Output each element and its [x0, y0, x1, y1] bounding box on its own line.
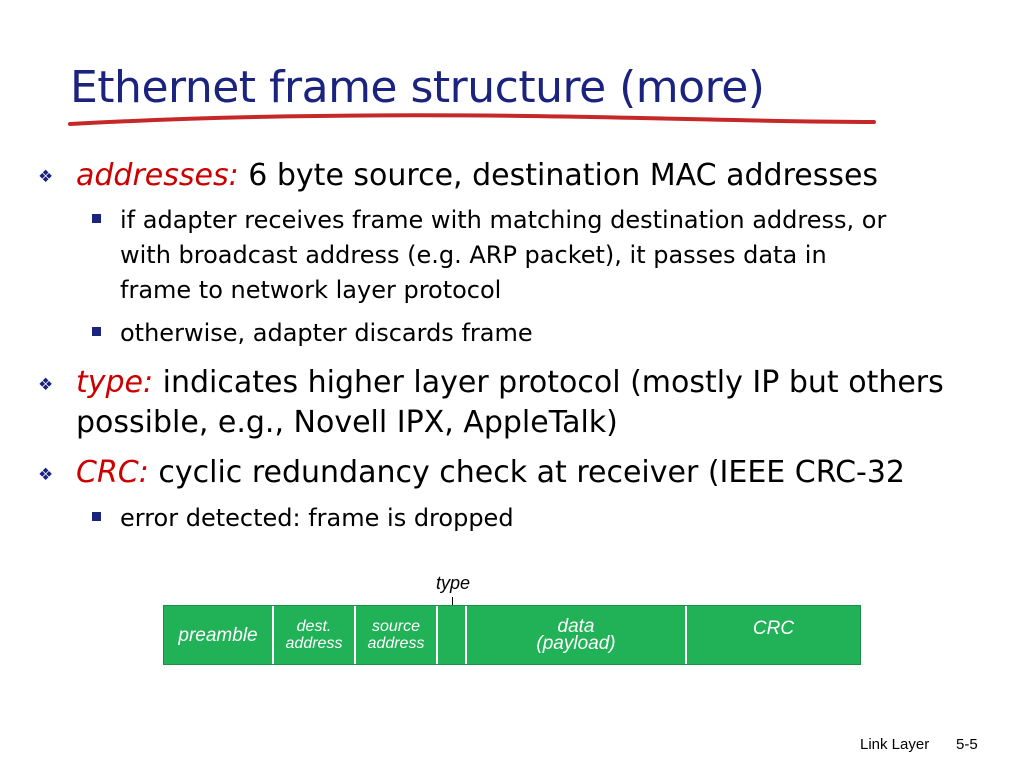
field-label: (payload) [536, 633, 616, 654]
field-label: dest. [296, 618, 332, 635]
term-crc: CRC: [76, 455, 149, 490]
type-label: type [436, 573, 471, 593]
bullet-crc-text: cyclic redundancy check at receiver (IEE… [148, 455, 906, 490]
footer-section-label: Link Layer [860, 736, 930, 753]
title-underline [68, 113, 876, 126]
bullet-type-text: indicates higher layer protocol (mostly … [153, 365, 944, 400]
field-label: address [367, 635, 425, 652]
sub-bullet-line: with broadcast address (e.g. ARP packet)… [120, 241, 827, 269]
term-type: type: [76, 365, 154, 400]
field-label: CRC [752, 618, 795, 639]
term-addresses: addresses: [76, 158, 239, 193]
slide-title: Ethernet frame structure (more) [70, 62, 765, 113]
type-pointer [452, 597, 453, 605]
bullet-square-icon [92, 327, 101, 336]
sub-bullet-line: if adapter receives frame with matching … [120, 206, 887, 234]
field-data-payload: data (payload) [467, 606, 687, 664]
field-label: preamble [178, 624, 258, 646]
field-label: source [371, 618, 421, 635]
ethernet-frame-diagram: preamble dest. address source address da… [163, 605, 861, 665]
field-dest-address: dest. address [274, 606, 356, 664]
bullet-square-icon [92, 214, 101, 223]
field-type [438, 606, 467, 664]
bullet-type-continuation: possible, e.g., Novell IPX, AppleTalk) [76, 405, 618, 440]
bullet-addresses: addresses: 6 byte source, destination MA… [76, 158, 878, 194]
field-label: data [557, 616, 595, 637]
footer-page-number: 5-5 [956, 736, 978, 753]
sub-bullet-line: error detected: frame is dropped [120, 504, 514, 532]
field-source-address: source address [356, 606, 438, 664]
bullet-diamond-icon: ❖ [38, 167, 54, 187]
bullet-type: type: indicates higher layer protocol (m… [76, 365, 944, 401]
field-label: address [285, 635, 343, 652]
bullet-diamond-icon: ❖ [38, 465, 54, 485]
bullet-addresses-text: 6 byte source, destination MAC addresses [238, 158, 879, 193]
sub-bullet-line: frame to network layer protocol [120, 276, 502, 304]
bullet-crc: CRC: cyclic redundancy check at receiver… [76, 455, 905, 491]
field-preamble: preamble [164, 606, 274, 664]
bullet-diamond-icon: ❖ [38, 375, 54, 395]
bullet-square-icon [92, 512, 101, 521]
sub-bullet-line: otherwise, adapter discards frame [120, 319, 533, 347]
field-crc: CRC [687, 606, 860, 664]
